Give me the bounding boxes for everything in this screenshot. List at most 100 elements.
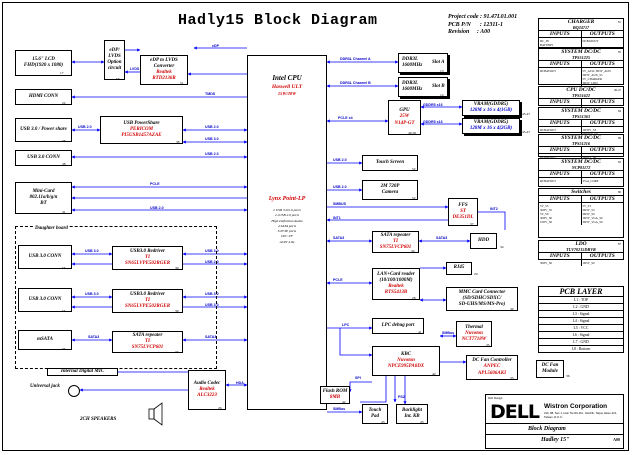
pcb-layer-title: PCB LAYER (539, 287, 623, 297)
universal-jack-label: Universal jack (30, 384, 60, 389)
pcb-layer-row: L4 : Signal (539, 318, 623, 325)
power-page-ref: 87 (618, 242, 621, 246)
page-ref-redriver2: 39 (175, 309, 179, 313)
pcb-layer-row: L1 : TOP (539, 297, 623, 304)
sig-usb20a: USB 2.0 (78, 125, 92, 129)
page-ref-usb3-conn: 38 (62, 162, 66, 166)
company-name: Wistron Corporation (544, 403, 608, 410)
power-block-2: CPU DC/DCTPS51622INPUTSOUTPUTSDCBATOUTVC… (538, 86, 624, 112)
usb3-conn-db1: USB 3.0 CONN (18, 245, 72, 269)
sig-usb30b: USB 3.0 (85, 249, 99, 253)
power-block-name: LDO (575, 241, 587, 247)
pcb-layer-row: L2 : GND (539, 304, 623, 311)
sig-int1: INT1 (333, 216, 341, 220)
sig-tmds: TMDS (205, 92, 216, 96)
power-page-ref: 85 (618, 50, 621, 54)
page-ref-usb-ps: 38 (176, 140, 180, 144)
sig-smbus2: SMBus (442, 331, 455, 335)
page-ref-edp-mux: 53 (116, 77, 120, 81)
vram-2gb: VRAM(GDDR5)128M x 16 x 4(2GB) (462, 118, 520, 134)
page-ref-usb3-conn3: 55 (62, 309, 66, 313)
power-page-ref: 82 (618, 160, 621, 164)
sig-sata3d: SATA3 (436, 236, 448, 240)
page-ref-kbc: 40 (432, 372, 436, 376)
cpu-block: Intel CPU Haswell ULT 15W/28W Lynx Point… (247, 55, 327, 410)
power-block-chip: TPS51622 (572, 93, 590, 98)
power-page-ref: 86 (618, 190, 621, 194)
page-ref-thermal: 35 (486, 343, 490, 347)
page-ref-audio: 26 (218, 406, 222, 410)
page-ref-vram1: 45-47 (522, 112, 531, 116)
page-ref-dc-fan-ctl: 35 (510, 376, 514, 380)
project-info: Project code : 91.47L01.001 PCB P/N : 12… (448, 14, 518, 35)
doc-rev: A00 (613, 437, 620, 442)
sig-spi: SPI (355, 376, 361, 380)
power-block-name: SYSTEM DC/DC (561, 159, 601, 165)
pcb-layer-row: L5 : VCC (539, 325, 623, 332)
sig-hda: HDA (236, 381, 244, 385)
power-block-name: CPU DC/DC (566, 87, 596, 93)
power-block-name: SYSTEM DC/DC (561, 49, 601, 55)
speaker-icon (148, 402, 163, 426)
page-ref-flash: 42 (342, 400, 346, 404)
sig-smbus3: SMBus (333, 407, 346, 411)
cpu-name: Intel CPU (272, 74, 302, 82)
diagram-title: Hadly15 Block Diagram (178, 12, 378, 29)
diagram-frame (2, 2, 629, 451)
pcb-layer-row: L6 : Signal (539, 332, 623, 339)
sig-sata3c: SATA3 (333, 236, 345, 240)
pcb-layer-row: L7 : GND (539, 339, 623, 346)
sig-int2: INT2 (490, 207, 498, 211)
power-block-chip: TPS51216 (572, 141, 590, 146)
sig-pcie2: PCI-E (333, 278, 343, 282)
usb3-conn-db2: USB 3.0 CONN (18, 288, 72, 312)
sig-edp2: eDP (212, 44, 219, 48)
page-ref-edp-conv: 51 (180, 81, 184, 85)
sig-ps2: PS2 (398, 395, 405, 399)
page-ref-vram2: 45-47 (522, 130, 531, 134)
page-ref-lcd: 17 (60, 71, 64, 75)
page-ref-gpu: 49-50 (408, 131, 417, 135)
sig-usb30d: USB 3.0 (85, 292, 99, 296)
cpu-family: Haswell ULT (271, 84, 303, 90)
sig-usb20c: USB 2.0 (205, 152, 219, 156)
design-label: Dell Design (488, 396, 503, 400)
mmc-connector: MMC Card Connector(SD/SDHC/SDXC/SD-UHS/M… (446, 287, 518, 311)
page-ref-touchpad: 43 (381, 420, 385, 424)
hdmi-conn: HDMI CONN (15, 89, 72, 105)
page-ref-rj45: 29 (474, 272, 478, 276)
sig-gddr-b: GDDR5 x16 (423, 120, 443, 124)
sig-pcie-x4: PCI-E x4 (338, 116, 353, 120)
sig-sata3b: SATA3 (205, 335, 217, 339)
power-page-ref: 84 (618, 109, 621, 113)
page-ref-sata-rep1: 33 (175, 350, 179, 354)
